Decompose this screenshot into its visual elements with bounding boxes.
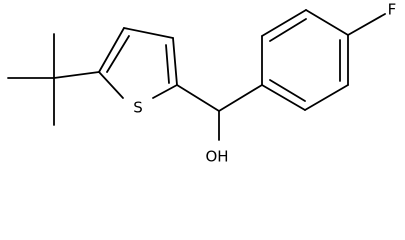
tert-butyl-group	[7, 33, 100, 126]
fluorophenyl-ring: F	[261, 1, 397, 111]
thiophene-s-c2-bond	[152, 84, 178, 99]
thiophene-to-carbinol-bond	[176, 84, 220, 112]
thiophene-ring: S	[98, 27, 178, 117]
phenyl-c2-c3-double-bond	[269, 18, 307, 42]
phenyl-to-fluorine-bond	[347, 13, 386, 36]
carbinol-to-phenyl-bond	[218, 84, 263, 112]
sulfur-atom-label: S	[133, 99, 143, 117]
phenyl-c2-c3-bond	[261, 9, 307, 37]
thiophene-c5-s-bond	[98, 71, 124, 99]
tbutyl-to-thiophene-bond	[53, 71, 100, 79]
phenyl-c6-c1-double-bond	[269, 79, 306, 102]
fluorine-atom-label: F	[388, 1, 397, 19]
phenyl-c6-c1-bond	[261, 84, 306, 111]
thiophene-c2-c3-double-bond	[165, 44, 170, 84]
thiophene-c4-c5-bond	[98, 27, 125, 73]
hydroxyl-label: OH	[205, 148, 228, 166]
carbinol-center: OH	[176, 84, 263, 166]
thiophene-c3-c4-bond	[123, 27, 174, 39]
phenyl-c3-c4-bond	[305, 9, 349, 36]
thiophene-c4-c5-double-bond	[106, 35, 130, 73]
thiophene-c2-c3-bond	[172, 37, 178, 86]
phenyl-c5-c6-bond	[304, 84, 349, 111]
molecule-structure-diagram: S OH F	[7, 1, 397, 166]
